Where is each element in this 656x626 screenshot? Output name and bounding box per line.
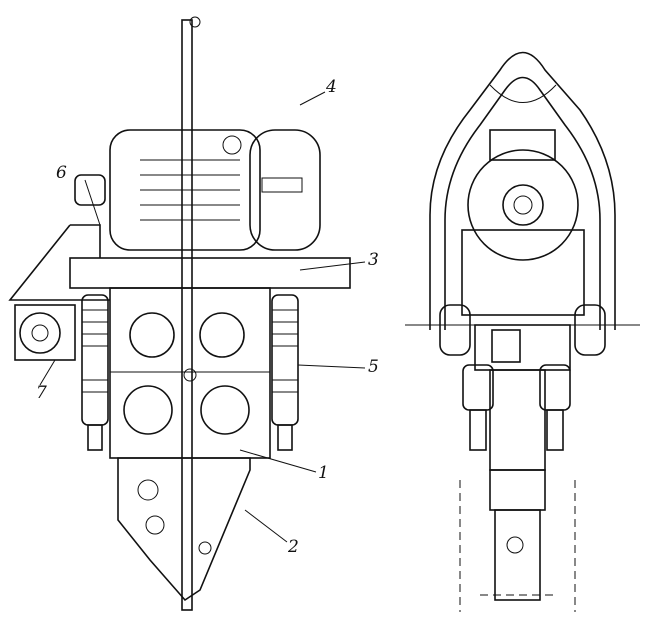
label-bracket: 6 — [56, 163, 67, 183]
motor — [74, 129, 321, 251]
connector — [14, 304, 76, 361]
knife-side — [494, 509, 541, 601]
label-frame: 1 — [318, 463, 329, 483]
beam — [69, 257, 351, 289]
springs — [81, 294, 299, 451]
front-view — [8, 16, 366, 611]
central-rod — [181, 19, 193, 611]
motor-end — [467, 149, 579, 261]
label-motor: 4 — [325, 77, 337, 97]
knife — [117, 457, 251, 602]
handle-frame — [429, 51, 616, 330]
label-knife: 2 — [287, 537, 299, 557]
label-spring: 5 — [368, 357, 379, 377]
label-connector: 7 — [36, 383, 47, 403]
side-view — [405, 51, 640, 612]
label-beam: 3 — [368, 250, 379, 270]
frame — [109, 287, 271, 459]
